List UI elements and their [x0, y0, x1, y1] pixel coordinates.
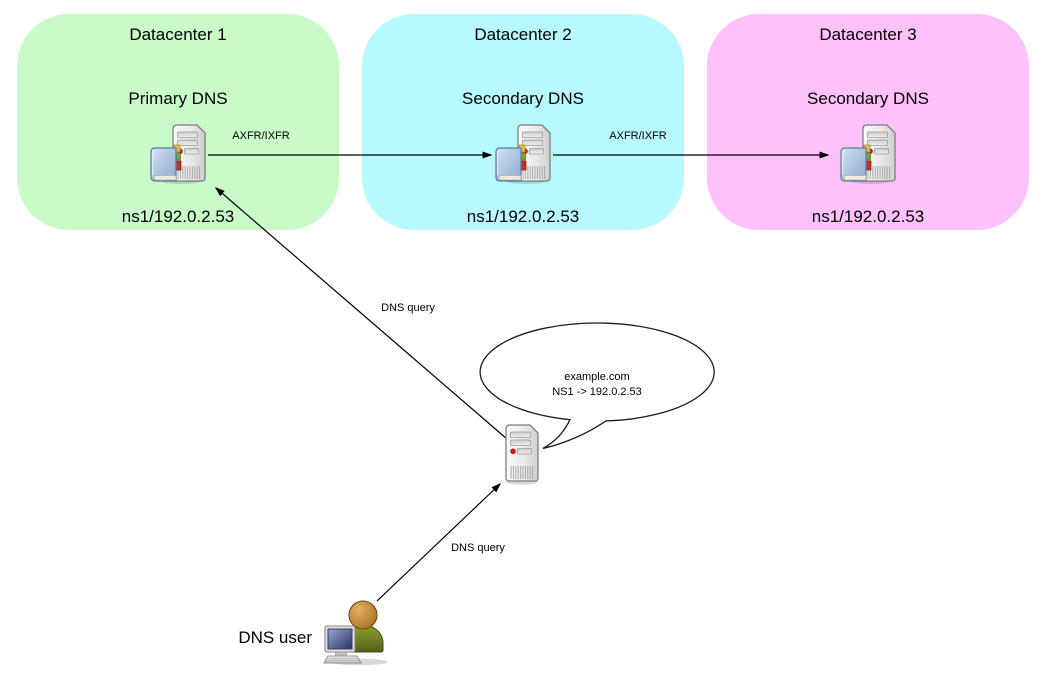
speech-bubble-text: example.com NS1 -> 192.0.2.53 [497, 370, 697, 400]
resolver-server-icon [505, 424, 539, 485]
datacenter-1-box: Datacenter 1 Primary DNS ns1/192.0.2.53 [17, 14, 339, 230]
datacenter-2-box: Datacenter 2 Secondary DNS ns1/192.0.2.5… [362, 14, 684, 230]
dns-user-icon [323, 600, 387, 666]
speech-bubble-line2: NS1 -> 192.0.2.53 [552, 386, 642, 398]
datacenter-1-address: ns1/192.0.2.53 [121, 207, 235, 226]
axfr-label-2: AXFR/IXFR [609, 130, 667, 142]
datacenter-1-role: Primary DNS [128, 89, 228, 108]
datacenter-3-role: Secondary DNS [807, 89, 929, 108]
dns-user-label: DNS user [238, 628, 312, 647]
speech-bubble-line1: example.com [564, 371, 630, 383]
axfr-label-1: AXFR/IXFR [232, 130, 290, 142]
datacenter-3-title: Datacenter 3 [819, 25, 917, 44]
datacenter-2-title: Datacenter 2 [474, 25, 572, 44]
secondary-dns-server-icon [840, 124, 896, 184]
dns-query-label-1: DNS query [381, 302, 435, 314]
datacenter-3-box: Datacenter 3 Secondary DNS ns1/192.0.2.5… [707, 14, 1029, 230]
datacenter-2-address: ns1/192.0.2.53 [466, 207, 580, 226]
datacenter-2-role: Secondary DNS [462, 89, 584, 108]
datacenter-3-address: ns1/192.0.2.53 [811, 207, 925, 226]
dns-query-label-2: DNS query [451, 542, 505, 554]
datacenter-1-title: Datacenter 1 [129, 25, 227, 44]
